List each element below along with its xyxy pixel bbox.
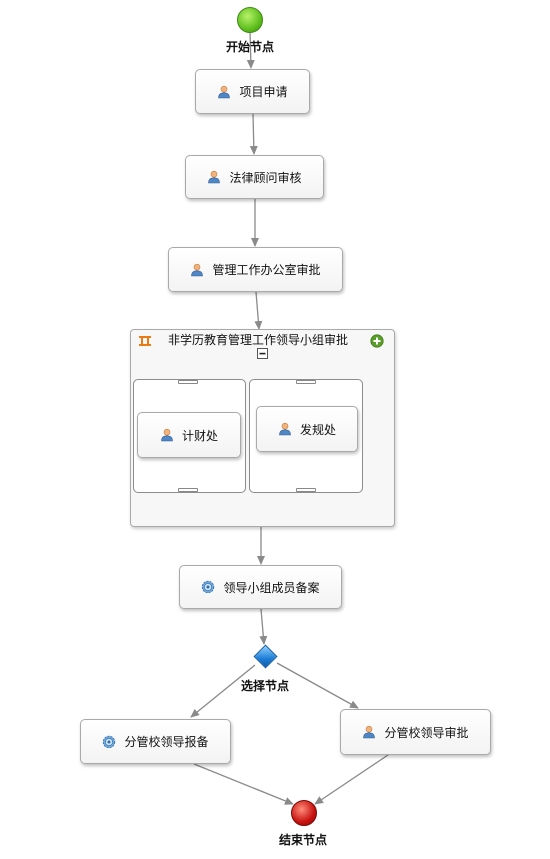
user-icon <box>363 725 376 739</box>
edge-decision-report <box>190 664 256 718</box>
task-legal[interactable]: 法律顾问审核 <box>185 155 324 199</box>
edge-record-decision <box>259 608 268 645</box>
edge-report-end <box>193 763 294 805</box>
parallel-icon <box>139 336 151 346</box>
edge-apply-legal <box>249 113 258 155</box>
task-office-label: 管理工作办公室审批 <box>212 263 321 277</box>
minus-icon[interactable] <box>257 348 268 359</box>
task-finance-label: 计财处 <box>181 428 218 443</box>
task-regulation-label: 发规处 <box>299 422 336 437</box>
gear-icon <box>103 735 116 748</box>
join-bar-right <box>296 488 316 492</box>
task-report-label: 分管校领导报备 <box>124 735 209 749</box>
start-node[interactable] <box>237 7 263 33</box>
task-apply[interactable]: 项目申请 <box>195 69 310 114</box>
end-label: 结束节点 <box>278 833 328 847</box>
task-report[interactable]: 分管校领导报备 <box>80 719 231 764</box>
user-icon <box>191 263 204 276</box>
decision-label: 选择节点 <box>240 679 290 693</box>
task-record[interactable]: 领导小组成员备案 <box>179 565 342 609</box>
plus-icon[interactable] <box>370 334 384 348</box>
user-icon <box>161 428 173 442</box>
edge-approve-end <box>314 754 389 805</box>
user-icon <box>218 85 231 98</box>
join-bar-left <box>178 488 198 492</box>
user-icon <box>208 170 221 184</box>
task-approve-label: 分管校领导审批 <box>384 725 469 740</box>
split-bar-right <box>296 380 316 384</box>
task-legal-label: 法律顾问审核 <box>229 170 302 185</box>
task-approve[interactable]: 分管校领导审批 <box>340 709 491 755</box>
edge-start-apply <box>246 30 255 69</box>
task-finance[interactable]: 计财处 <box>137 412 241 458</box>
task-apply-label: 项目申请 <box>239 85 288 99</box>
split-bar-left <box>178 380 198 384</box>
gear-icon <box>202 580 215 594</box>
edge-decision-approve <box>276 662 359 709</box>
group-title: 非学历教育管理工作领导小组审批 <box>168 333 349 347</box>
task-office[interactable]: 管理工作办公室审批 <box>168 247 343 292</box>
user-icon <box>279 422 291 436</box>
end-node[interactable] <box>291 800 317 826</box>
edge-office-group <box>254 291 263 330</box>
task-record-label: 领导小组成员备案 <box>223 580 320 595</box>
start-label: 开始节点 <box>225 40 275 54</box>
task-regulation[interactable]: 发规处 <box>256 406 358 452</box>
